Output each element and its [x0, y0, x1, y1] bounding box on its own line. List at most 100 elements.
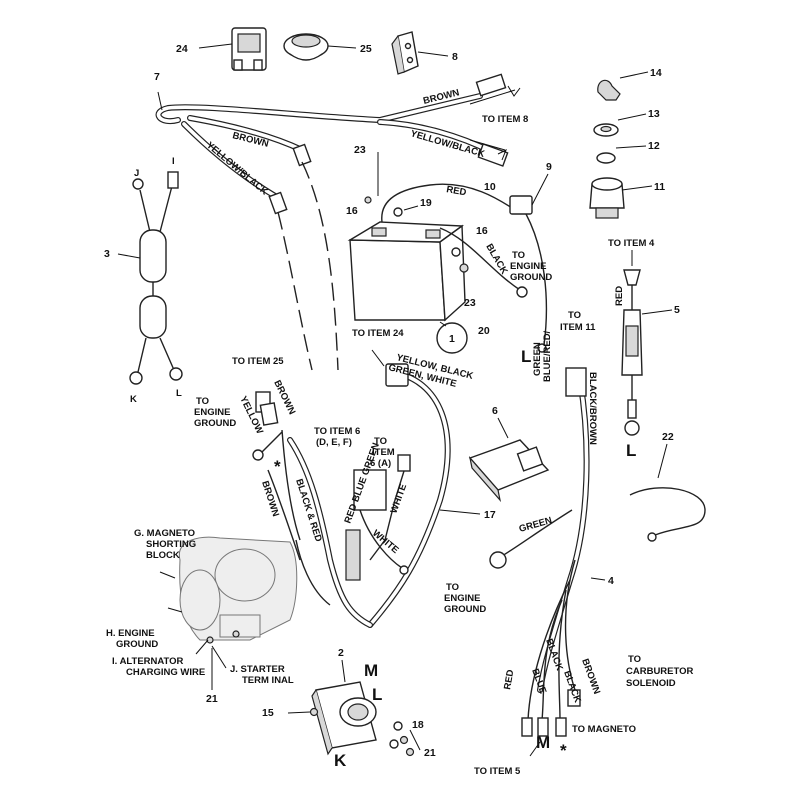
- label-8: 8: [452, 51, 458, 63]
- label-teg-batt-2: ENGINE: [510, 261, 546, 272]
- label-h-eng-1: H. ENGINE: [106, 628, 155, 639]
- dashed-wire-brown: [301, 161, 339, 371]
- part-22-leader: [657, 443, 668, 479]
- part-12-washer: [596, 145, 647, 164]
- label-blue-red: BLUE/RED/: [542, 330, 553, 382]
- part-22-wire: [629, 487, 706, 536]
- letter-L-right: L: [626, 441, 636, 460]
- label-to-eg-left-2: ENGINE: [194, 407, 230, 418]
- terminal-letters: J I K L L L M L K M * *: [130, 156, 636, 770]
- part-25-buzzer: [283, 33, 357, 61]
- label-white-1: WHITE: [388, 483, 409, 516]
- label-to-eg-left-3: GROUND: [194, 418, 236, 429]
- label-10: 10: [484, 181, 496, 193]
- label-j-st-1: J. STARTER: [230, 664, 285, 675]
- label-brown-bottom: BROWN: [579, 657, 602, 696]
- letter-K-left: K: [130, 394, 137, 405]
- label-to-item-6a-2: ITEM: [372, 447, 395, 458]
- label-g-mag-3: BLOCK: [146, 550, 180, 561]
- letter-L-batt: L: [521, 347, 531, 366]
- left-engine-ground-ring: [252, 449, 264, 461]
- left-ground-wire: [261, 431, 283, 453]
- label-teg-batt-3: GROUND: [510, 272, 552, 283]
- label-green-main: GREEN: [518, 515, 554, 535]
- wire-red-10: [381, 183, 516, 223]
- label-9: 9: [546, 161, 552, 173]
- label-red-top: RED: [445, 184, 467, 198]
- label-20: 20: [478, 325, 490, 337]
- label-h-eng-2: GROUND: [116, 639, 158, 650]
- part-2-solenoid: [287, 659, 421, 757]
- label-22: 22: [662, 431, 674, 443]
- harness-4: [489, 367, 606, 757]
- asterisk-bottom: *: [560, 741, 567, 760]
- label-7: 7: [154, 71, 160, 83]
- label-16a: 16: [346, 205, 358, 217]
- letter-K-switch: K: [334, 751, 347, 770]
- label-11: 11: [654, 181, 665, 193]
- label-to-item-6-1: TO ITEM 6: [314, 426, 360, 437]
- label-to-item-6a-1: TO: [374, 436, 387, 447]
- label-yellow-black-mid: YELLOW/BLACK: [204, 140, 270, 198]
- label-16b: 16: [476, 225, 488, 237]
- harness-7: [155, 73, 521, 215]
- label-to-carb-3: SOLENOID: [626, 678, 676, 689]
- label-to-item-8: TO ITEM 8: [482, 114, 528, 125]
- label-13: 13: [648, 108, 660, 120]
- letter-I: I: [172, 156, 175, 167]
- part-11-ignition-switch: [589, 177, 653, 219]
- label-4: 4: [608, 575, 614, 587]
- label-15: 15: [262, 707, 274, 719]
- label-red-bottom: RED: [502, 669, 516, 691]
- label-to-item-25: TO ITEM 25: [232, 356, 284, 367]
- label-red-small: RED: [614, 286, 625, 306]
- label-teg-batt-1: TO: [512, 250, 525, 261]
- letter-L-switch: L: [372, 685, 382, 704]
- part-22-terminal: [647, 532, 657, 542]
- label-to-item-6-2: (D, E, F): [316, 437, 352, 448]
- label-21b: 21: [424, 747, 436, 759]
- part-3-wire-loom: [117, 171, 183, 385]
- label-to-item-24: TO ITEM 24: [352, 328, 404, 339]
- label-i-alt-2: CHARGING WIRE: [126, 667, 205, 678]
- label-23a: 23: [354, 144, 366, 156]
- label-to-eg-low-2: ENGINE: [444, 593, 480, 604]
- label-j-st-2: TERM INAL: [242, 675, 294, 686]
- label-green-conn: GREEN: [532, 342, 543, 376]
- label-to-carb-2: CARBURETOR: [626, 666, 694, 677]
- label-black-brown: BLACK/BROWN: [587, 372, 598, 445]
- part-8-bracket: [391, 31, 449, 75]
- engine-ground-ring: [516, 286, 528, 298]
- label-5: 5: [674, 304, 680, 316]
- label-25: 25: [360, 43, 372, 55]
- part-numbers: 24 25 8 7 14 13 12 11 9 10 23 16 19 16 2…: [104, 43, 680, 759]
- label-1: 1: [449, 333, 455, 345]
- label-to-item-5: TO ITEM 5: [474, 766, 521, 777]
- label-to-item-11-2: ITEM 11: [560, 322, 596, 333]
- label-17: 17: [484, 509, 496, 521]
- label-i-alt-1: I. ALTERNATOR: [112, 656, 184, 667]
- label-19: 19: [420, 197, 432, 209]
- label-21a: 21: [206, 693, 218, 705]
- label-brown-lower: BROWN: [259, 480, 281, 519]
- label-to-magneto: TO MAGNETO: [572, 724, 636, 735]
- part-9-fuse-holder: [509, 173, 549, 353]
- label-white-2: WHITE: [370, 528, 401, 556]
- fasteners-16-19-23: [364, 152, 469, 273]
- part-24-relay: [198, 27, 267, 71]
- label-to-eg-low-1: TO: [446, 582, 459, 593]
- wire-black-20: [439, 227, 521, 291]
- label-24: 24: [176, 43, 188, 55]
- letter-J: J: [134, 168, 139, 179]
- engine-illustration: [159, 536, 298, 690]
- label-to-item-4: TO ITEM 4: [608, 238, 655, 249]
- letter-M-switch: M: [364, 661, 378, 680]
- label-6: 6: [492, 405, 498, 417]
- label-to-item-6a-3: 6 (A): [370, 458, 391, 469]
- label-to-eg-low-3: GROUND: [444, 604, 486, 615]
- label-3: 3: [104, 248, 110, 260]
- label-to-carb-1: TO: [628, 654, 641, 665]
- label-g-mag-1: G. MAGNETO: [134, 528, 195, 539]
